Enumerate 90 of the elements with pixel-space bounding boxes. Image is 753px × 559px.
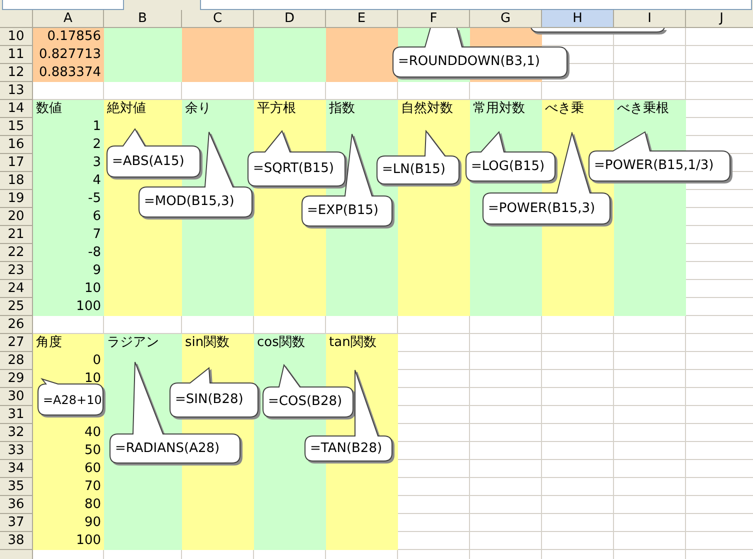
row-number: 32: [0, 424, 33, 442]
formula-text: =LOG(B15): [471, 158, 545, 174]
column-heading: 平方根: [256, 100, 297, 118]
row-number: 36: [0, 496, 33, 514]
row-number: 25: [0, 298, 33, 316]
cell-value: 100: [75, 532, 102, 550]
formula-text: =SQRT(B15): [253, 161, 334, 177]
row-number: 14: [0, 100, 33, 118]
row-number: 12: [0, 64, 33, 82]
row-number: 34: [0, 460, 33, 478]
column-heading: ラジアン: [106, 334, 160, 352]
cell-value: 0: [92, 352, 102, 370]
row-number: 24: [0, 280, 33, 298]
column-letter: E: [326, 10, 398, 28]
row-number: 17: [0, 154, 33, 172]
cell-value: 70: [83, 478, 102, 496]
cell-value: 3: [92, 154, 102, 172]
row-number: 13: [0, 82, 33, 100]
row-number: 28: [0, 352, 33, 370]
formula-text: =TAN(B28): [310, 440, 382, 456]
row-number: 19: [0, 190, 33, 208]
row-number: 21: [0, 226, 33, 244]
row-number: 23: [0, 262, 33, 280]
column-heading: tan関数: [328, 334, 378, 352]
cell-value: 2: [92, 136, 102, 154]
column-letter: C: [182, 10, 254, 28]
formula-text: =COS(B28): [268, 394, 342, 410]
column-letter: B: [104, 10, 182, 28]
row-number: 29: [0, 370, 33, 388]
cell-value: -5: [87, 190, 102, 208]
cell-value: 0.883374: [38, 64, 102, 82]
cell-value: 100: [75, 298, 102, 316]
formula-text: =MOD(B15,3): [144, 194, 234, 210]
cell-value: 6: [92, 208, 102, 226]
row-number: 18: [0, 172, 33, 190]
cell-value: 0.827713: [38, 46, 102, 64]
column-letter: F: [398, 10, 470, 28]
column-letter: J: [686, 10, 753, 28]
column-heading: べき乗: [544, 100, 585, 118]
formula-text: =LN(B15): [382, 162, 446, 178]
cell-value: 40: [83, 424, 102, 442]
column-heading: 数値: [35, 100, 63, 118]
row-number: 15: [0, 118, 33, 136]
cell-value: 10: [83, 370, 102, 388]
column-letter: D: [254, 10, 326, 28]
row-number: 33: [0, 442, 33, 460]
row-number: 30: [0, 388, 33, 406]
row-number: 22: [0, 244, 33, 262]
cell-value: 7: [92, 226, 102, 244]
row-number: 37: [0, 514, 33, 532]
cell-value: 4: [92, 172, 102, 190]
column-heading: 絶対値: [106, 100, 147, 118]
cell-value: 60: [83, 460, 102, 478]
column-letter: H: [542, 10, 614, 28]
row-number: 20: [0, 208, 33, 226]
row-number: 26: [0, 316, 33, 334]
row-number: 35: [0, 478, 33, 496]
column-heading: 余り: [184, 100, 212, 118]
column-letter: G: [470, 10, 542, 28]
row-number: 27: [0, 334, 33, 352]
formula-text: =POWER(B15,1/3): [594, 158, 714, 174]
column-heading: べき乗根: [616, 100, 670, 118]
row-number: 11: [0, 46, 33, 64]
cell-value: 9: [92, 262, 102, 280]
formula-text: =POWER(B15,3): [488, 200, 596, 216]
cell-value: 50: [83, 442, 102, 460]
formula-text: =RADIANS(A28): [115, 440, 220, 456]
column-heading: 自然対数: [400, 100, 454, 118]
column-heading: sin関数: [184, 334, 231, 352]
formula-text: =ROUNDDOWN(B3,1): [398, 54, 540, 70]
column-heading: 常用対数: [472, 100, 526, 118]
formula-text: =EXP(B15): [307, 203, 378, 219]
cell-value: 0.17856: [46, 28, 102, 46]
cell-value: 1: [92, 118, 102, 136]
row-number: 38: [0, 532, 33, 550]
cell-value: -8: [87, 244, 102, 262]
cell-value: 80: [83, 496, 102, 514]
cell-value: 10: [83, 280, 102, 298]
row-number: 16: [0, 136, 33, 154]
formula-text: =ABS(A15): [112, 154, 184, 170]
column-letter: A: [33, 10, 104, 28]
formula-text: =SIN(B28): [175, 392, 244, 408]
column-heading: 角度: [35, 334, 63, 352]
column-heading: 指数: [328, 100, 356, 118]
column-letter: I: [614, 10, 686, 28]
cell-value: 90: [83, 514, 102, 532]
row-number: 10: [0, 28, 33, 46]
row-number: 31: [0, 406, 33, 424]
formula-text: =A28+10: [43, 392, 102, 408]
column-heading: cos関数: [256, 334, 306, 352]
